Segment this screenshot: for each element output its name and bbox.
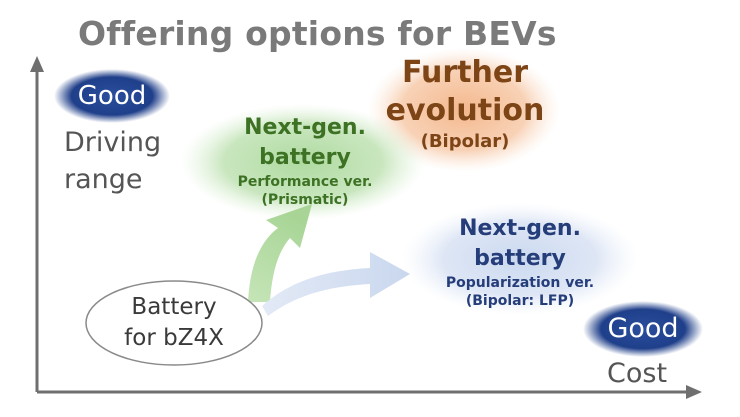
popularization-battery-subtitle-line2: (Bipolar: LFP) [465,293,575,309]
x-axis [37,385,702,399]
y-axis-label-line2: range [64,164,143,195]
performance-battery-subtitle-line2: (Prismatic) [261,192,349,208]
green-upgrade-arrow [248,204,312,302]
further-evolution-subtitle: (Bipolar) [420,131,510,152]
good-badge-driving-range: Good [77,81,147,111]
popularization-battery-title-line2: battery [474,246,566,271]
popularization-battery-title: Next-gen. battery [420,214,620,274]
popularization-battery-subtitle-line1: Popularization ver. [445,275,595,291]
popularization-battery-subtitle: Popularization ver. (Bipolar: LFP) [420,274,620,310]
bz4x-battery-label-line1: Battery [131,294,217,320]
popularization-battery-title-line1: Next-gen. [459,216,581,241]
performance-battery-glow [181,104,425,220]
bz4x-battery-outline [85,280,263,366]
good-badge-x-bg [583,301,703,357]
y-axis-label-line1: Driving [64,127,162,158]
performance-battery-title-line1: Next-gen. [244,115,366,140]
y-axis-label: Driving range [64,124,184,198]
good-badge-y-bg [54,69,170,123]
bz4x-battery-label-line2: for bZ4X [124,325,224,351]
performance-battery-title-line2: battery [259,145,351,170]
y-axis [30,56,44,392]
blue-upgrade-arrow [262,252,410,316]
good-badge-cost: Good [607,313,679,344]
further-evolution-title-line2: evolution [385,93,545,128]
further-evolution-title-line1: Further [402,55,528,90]
performance-battery-subtitle-line1: Performance ver. [237,174,373,190]
performance-battery-subtitle: Performance ver. (Prismatic) [205,173,405,209]
x-axis-label: Cost [607,358,668,389]
bz4x-battery-label: Battery for bZ4X [88,292,260,354]
further-evolution-title: Further evolution [372,54,558,130]
slide-title: Offering options for BEVs [78,14,557,53]
popularization-battery-glow [402,203,638,315]
performance-battery-title: Next-gen. battery [205,113,405,173]
